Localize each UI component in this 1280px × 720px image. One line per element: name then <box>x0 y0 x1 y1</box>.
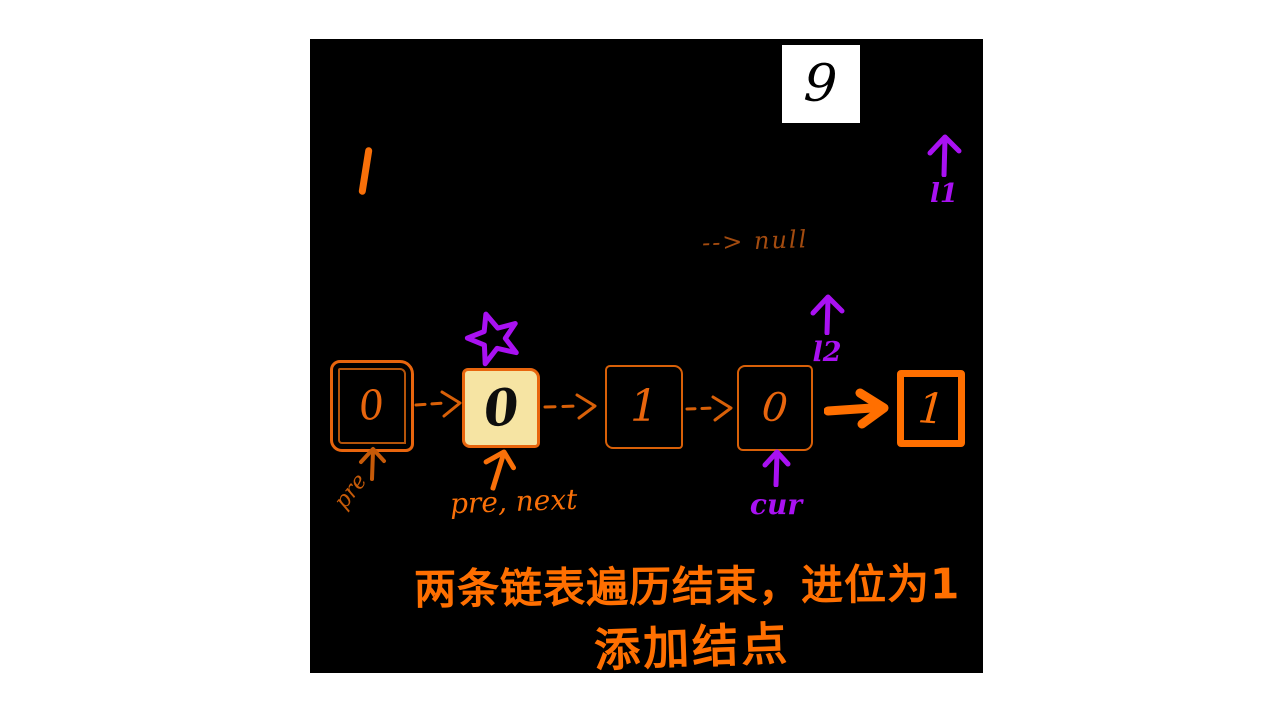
up-arrow-icon <box>762 449 791 488</box>
up-arrow-icon <box>927 134 962 178</box>
star-icon <box>464 311 519 367</box>
node-value: 1 <box>630 381 658 432</box>
caption-line1: 两条链表遍历结束，进位为1 <box>413 559 961 614</box>
up-arrow-icon <box>483 449 517 491</box>
dashed-arrow-icon <box>543 393 597 420</box>
note-glyph: 9 <box>802 53 840 115</box>
up-arrow-icon <box>359 447 386 481</box>
caption-line2: 添加结点 <box>593 616 791 678</box>
node-value: 0 <box>759 383 791 433</box>
list-node-4: 0 <box>737 365 813 451</box>
l2-pointer: l2 <box>796 291 858 403</box>
solid-arrow-icon <box>824 388 889 429</box>
list-node-1: 0 <box>330 360 414 452</box>
l2-label: l2 <box>812 337 842 368</box>
dashed-arrow-icon <box>685 395 733 422</box>
list-node-5: 1 <box>897 370 965 447</box>
sticky-note: 9 <box>782 45 860 123</box>
l1-label: l1 <box>930 179 958 209</box>
list-node-2: 0 <box>462 368 540 448</box>
node-value: 0 <box>480 376 522 439</box>
l1-pointer: l1 <box>916 131 972 235</box>
node-value: 1 <box>915 382 947 434</box>
cur-pointer: cur <box>746 447 806 559</box>
tick-mark <box>358 146 373 196</box>
cur-label: cur <box>749 488 803 521</box>
null-annotation: --> null <box>701 225 809 257</box>
node-value: 0 <box>356 381 388 431</box>
drawing-canvas[interactable]: 9 l1 --> null l2 0 <box>310 39 983 677</box>
pre-next-label: pre, next <box>449 482 578 521</box>
dashed-arrow-icon <box>414 390 462 418</box>
list-node-3: 1 <box>605 365 683 449</box>
up-arrow-icon <box>810 294 845 336</box>
